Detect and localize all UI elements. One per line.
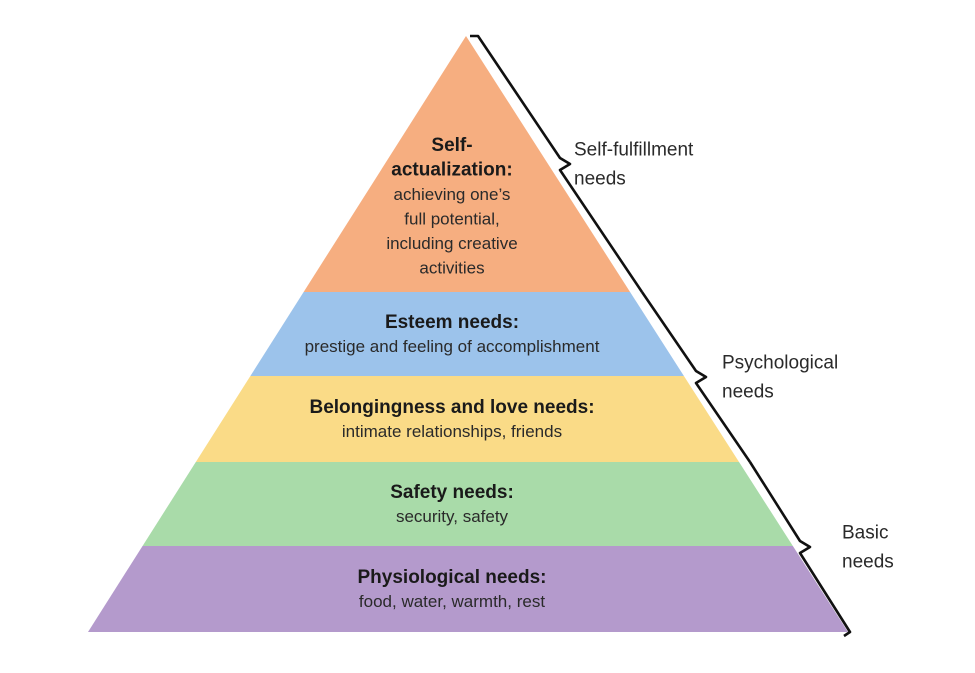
group-label: needs xyxy=(842,552,894,573)
group-self-fulfillment: Self-fulfillment needs xyxy=(470,34,694,293)
tier-shape xyxy=(142,462,793,546)
group-braces: Self-fulfillmentneedsPsychologicalneedsB… xyxy=(470,34,894,638)
tier-title: Self- xyxy=(431,135,472,156)
tier-physiological: Physiological needs: food, water, warmth,… xyxy=(88,546,848,632)
tier-title: Physiological needs: xyxy=(358,567,547,588)
tier-description: prestige and feeling of accomplishment xyxy=(305,337,600,356)
tier-description: achieving one’s xyxy=(394,185,511,204)
tier-belongingness: Belongingness and love needs: intimate re… xyxy=(195,376,740,462)
group-label: Self-fulfillment xyxy=(574,140,694,161)
group-label: Basic xyxy=(842,523,888,544)
tier-safety: Safety needs: security, safety xyxy=(142,462,793,546)
tier-shape xyxy=(250,292,684,376)
tier-description: security, safety xyxy=(396,507,509,526)
group-label: Psychological xyxy=(722,353,838,374)
tier-shape xyxy=(195,376,740,462)
group-label: needs xyxy=(722,382,774,403)
tier-self-actualization: Self-actualization: achieving one’s full p… xyxy=(303,36,631,292)
tier-description: food, water, warmth, rest xyxy=(359,592,545,611)
tier-shape xyxy=(88,546,848,632)
tier-shape xyxy=(303,36,631,292)
tier-description: intimate relationships, friends xyxy=(342,422,562,441)
group-basic: Basic needs xyxy=(748,461,894,638)
tier-description: full potential, xyxy=(404,210,499,229)
tier-esteem: Esteem needs: prestige and feeling of acc… xyxy=(250,292,684,376)
tier-description: activities xyxy=(419,259,484,278)
tier-title: Belongingness and love needs: xyxy=(309,397,594,418)
brace-bracket xyxy=(640,291,752,463)
tier-description: including creative xyxy=(386,234,517,253)
group-psychological: Psychological needs xyxy=(640,291,838,463)
brace-bracket xyxy=(748,461,852,638)
pyramid-tiers: Self-actualization: achieving one’s full p… xyxy=(88,36,848,632)
tier-title: Safety needs: xyxy=(390,482,514,503)
group-label: needs xyxy=(574,169,626,190)
tier-title: Esteem needs: xyxy=(385,312,519,333)
tier-title: actualization: xyxy=(391,160,512,181)
brace-bracket xyxy=(470,34,644,293)
